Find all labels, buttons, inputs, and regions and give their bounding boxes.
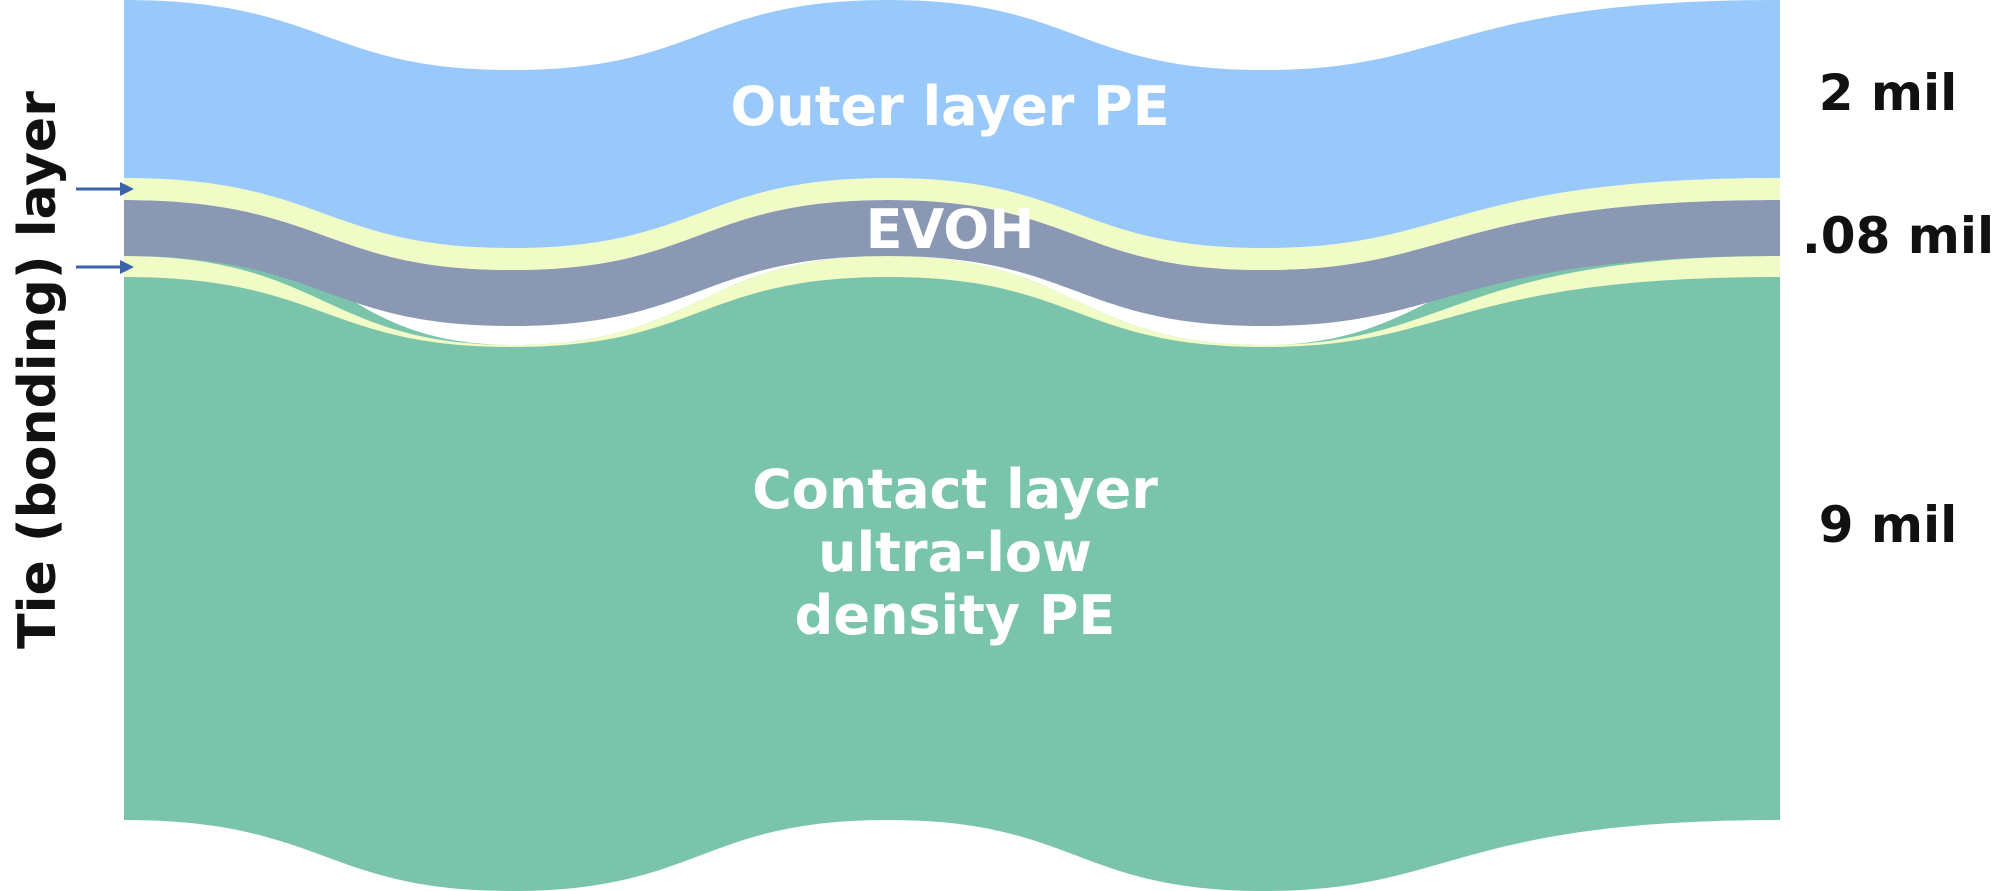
label-line: density PE bbox=[795, 584, 1116, 647]
lower-tie-arrow-head bbox=[120, 260, 134, 274]
upper-tie-layer-band bbox=[124, 178, 1780, 270]
outer-layer-label: Outer layer PE bbox=[730, 75, 1169, 138]
tie-layer-side-label: Tie (bonding) layer bbox=[8, 91, 68, 649]
label-line: ultra-low bbox=[818, 521, 1092, 584]
outer-layer-band bbox=[124, 0, 1780, 248]
outer-thickness-label: 2 mil bbox=[1819, 64, 1958, 122]
label-line: Contact layer bbox=[752, 458, 1158, 521]
evoh-thickness-label: .08 mil bbox=[1802, 207, 1994, 265]
contact-layer-band bbox=[124, 218, 1780, 891]
upper-tie-arrow-head bbox=[120, 182, 134, 196]
contact-thickness-label: 9 mil bbox=[1819, 496, 1958, 554]
label-line: EVOH bbox=[866, 198, 1035, 261]
label-line: Outer layer PE bbox=[730, 75, 1169, 138]
evoh-layer-label: EVOH bbox=[866, 198, 1035, 261]
evoh-layer-band bbox=[124, 200, 1780, 326]
lower-tie-layer-band bbox=[124, 256, 1780, 347]
tie-layer-arrows bbox=[76, 182, 134, 274]
